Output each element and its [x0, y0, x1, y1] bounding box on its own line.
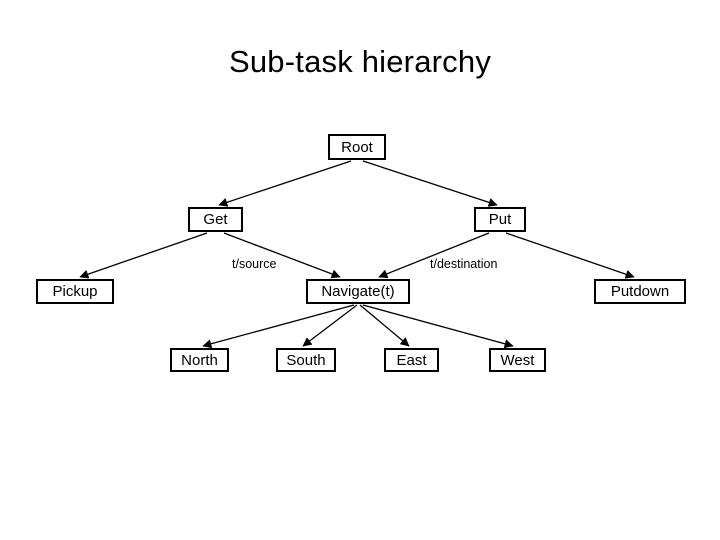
edge-put-putdown	[505, 232, 635, 279]
page-title: Sub-task hierarchy	[228, 44, 492, 79]
node-pickup[interactable]: Pickup	[36, 279, 114, 304]
edge-group	[79, 160, 635, 349]
node-navigate-label: Navigate(t)	[321, 283, 395, 300]
node-putdown-label: Putdown	[610, 283, 670, 300]
node-get[interactable]: Get	[188, 207, 243, 232]
edge-get-navigate	[223, 232, 341, 279]
node-south-label: South	[286, 351, 326, 369]
edge-label-t-source: t/source	[232, 257, 277, 271]
edge-label-t-destination: t/destination	[430, 257, 498, 271]
node-root-label: Root	[341, 138, 373, 156]
edge-navigate-west	[362, 304, 514, 349]
node-west-label: West	[500, 351, 535, 369]
edge-navigate-south	[302, 304, 358, 347]
node-put[interactable]: Put	[474, 207, 526, 232]
edge-navigate-east	[359, 304, 410, 347]
node-west[interactable]: West	[489, 348, 546, 372]
node-north-label: North	[181, 351, 218, 369]
edge-get-pickup	[79, 232, 208, 279]
node-root[interactable]: Root	[328, 134, 386, 160]
node-navigate[interactable]: Navigate(t)	[306, 279, 410, 304]
edge-root-put	[362, 160, 498, 207]
edge-root-get	[218, 160, 352, 207]
edge-navigate-north	[202, 304, 355, 349]
node-north[interactable]: North	[170, 348, 229, 372]
node-south[interactable]: South	[276, 348, 336, 372]
node-east[interactable]: East	[384, 348, 439, 372]
node-pickup-label: Pickup	[52, 283, 98, 300]
node-east-label: East	[396, 351, 427, 369]
node-put-label: Put	[488, 211, 512, 228]
node-putdown[interactable]: Putdown	[594, 279, 686, 304]
edge-put-navigate	[378, 232, 490, 279]
node-get-label: Get	[203, 211, 228, 228]
